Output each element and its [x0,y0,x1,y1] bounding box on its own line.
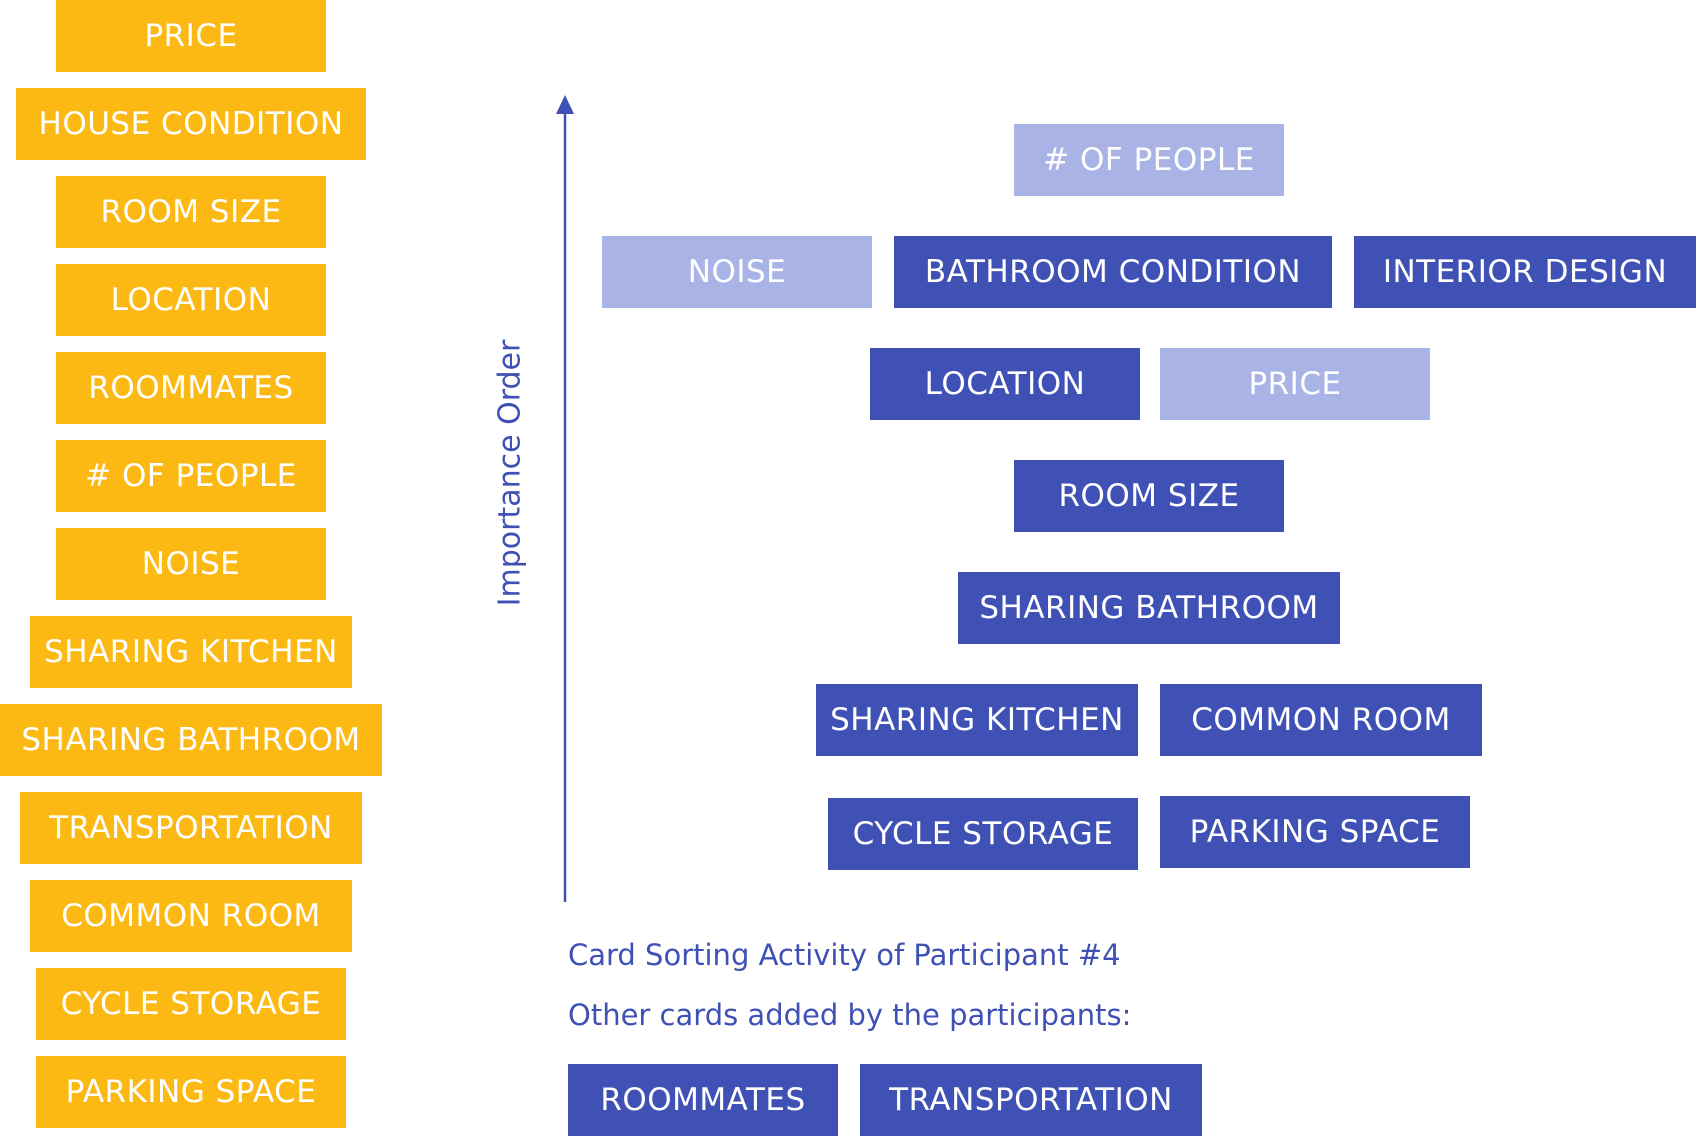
sorted-card-sharing-bathroom: SHARING BATHROOM [958,572,1340,644]
sorted-card-price: PRICE [1160,348,1430,420]
card-list-item: LOCATION [56,264,326,336]
card-list-item: SHARING BATHROOM [0,704,382,776]
sorted-card-common-room: COMMON ROOM [1160,684,1482,756]
sorted-card-location: LOCATION [870,348,1140,420]
card-list-item: # OF PEOPLE [56,440,326,512]
card-list-item: HOUSE CONDITION [16,88,366,160]
other-cards-caption: Other cards added by the participants: [568,998,1132,1032]
card-list-item: CYCLE STORAGE [36,968,346,1040]
sorted-card-bathroom-condition: BATHROOM CONDITION [894,236,1332,308]
axis-label: Importance Order [492,339,528,607]
card-list-item: TRANSPORTATION [20,792,362,864]
sorted-card-interior-design: INTERIOR DESIGN [1354,236,1696,308]
card-list-item: ROOMMATES [56,352,326,424]
card-list-item: NOISE [56,528,326,600]
card-list-item: COMMON ROOM [30,880,352,952]
sorted-card-room-size: ROOM SIZE [1014,460,1284,532]
axis-arrowhead-icon [556,95,574,114]
added-card-roommates: ROOMMATES [568,1064,838,1136]
added-card-transportation: TRANSPORTATION [860,1064,1202,1136]
activity-title: Card Sorting Activity of Participant #4 [568,938,1121,972]
card-list-item: ROOM SIZE [56,176,326,248]
card-list-item: PARKING SPACE [36,1056,346,1128]
sorted-card-parking-space: PARKING SPACE [1160,796,1470,868]
sorted-card-noise: NOISE [602,236,872,308]
sorted-card-cycle-storage: CYCLE STORAGE [828,798,1138,870]
sorted-card-of-people: # OF PEOPLE [1014,124,1284,196]
card-list-item: SHARING KITCHEN [30,616,352,688]
card-list-item: PRICE [56,0,326,72]
sorted-card-sharing-kitchen: SHARING KITCHEN [816,684,1138,756]
